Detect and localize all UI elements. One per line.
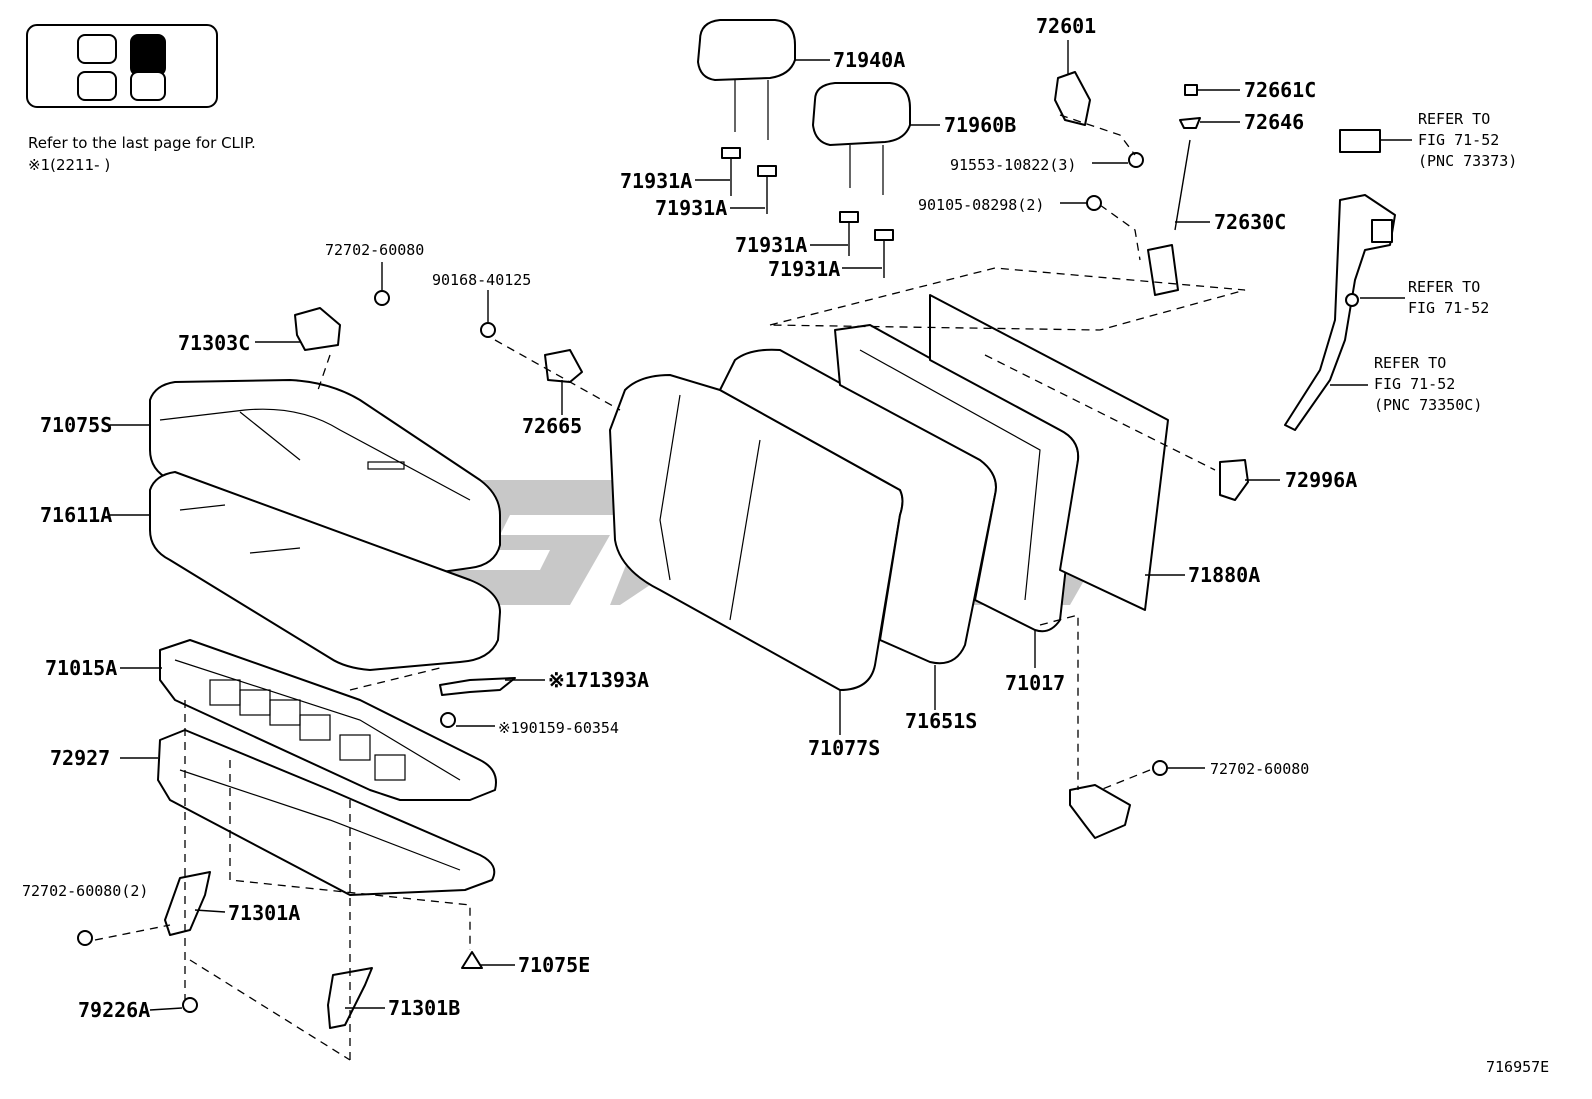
label-71017: 71017 [1005,671,1065,695]
belt-guide-72601 [1054,71,1091,126]
label-71301B: 71301B [388,996,460,1020]
seatback-board-71880A [929,294,1169,611]
label-71931A-4: 71931A [768,257,840,281]
clip-72996A [1219,459,1249,501]
leader-lines [110,40,1412,1011]
label-72601: 72601 [1036,14,1096,38]
label-71960B: 71960B [944,113,1016,137]
label-79226A: 79226A [78,998,150,1022]
label-72702-60080-top: 72702-60080 [325,241,424,259]
clip-note: Refer to the last page for CLIP. [28,134,256,152]
label-91553-10822: 91553-10822(3) [950,156,1076,174]
label-72996A: 72996A [1285,468,1357,492]
label-71075E: 71075E [518,953,590,977]
label-71931A-1: 71931A [620,169,692,193]
ref-note-1-line2: FIG 71-52 [1418,131,1499,149]
seatback-cover-71077S [609,374,904,691]
strap-71393A [439,677,516,696]
label-71931A-3: 71931A [735,233,807,257]
seat-frame-71015A [159,639,497,801]
ref-note-3-line1: REFER TO [1374,354,1446,372]
label-71931A-2: 71931A [655,196,727,220]
footnote-range: ※1(2211- ) [28,156,110,174]
ref-note-1-line1: REFER TO [1418,110,1490,128]
label-71611A: 71611A [40,503,112,527]
label-71651S: 71651S [905,709,977,733]
seat-belt-assembly [1284,129,1396,431]
ref-note-3-line2: FIG 71-52 [1374,375,1455,393]
label-72646: 72646 [1244,110,1304,134]
figure-id: 716957E [1486,1058,1549,1076]
label-90105-08298: 90105-08298(2) [918,196,1044,214]
ref-note-2-line2: FIG 71-52 [1408,299,1489,317]
headrest-71960B [812,82,911,195]
ref-note-3-line3: (PNC 73350C) [1374,396,1482,414]
headrest-guides [721,147,894,278]
seat-pan-72927 [157,729,496,896]
label-71077S: 71077S [808,736,880,760]
label-71015A: 71015A [45,656,117,680]
headrest-71940A [697,19,796,140]
label-71301A: 71301A [228,901,300,925]
seatback-pad-71651S [719,348,997,665]
label-90159-60354: ※190159-60354 [498,719,619,737]
label-71075S: 71075S [40,413,112,437]
seat-cushion-pad-71611A [149,471,501,671]
ref-note-2-line1: REFER TO [1408,278,1480,296]
belt-release-72630C [1147,84,1201,296]
hinge-71301A [164,871,211,936]
label-71393A: ※171393A [548,668,649,692]
hinge-71303C [294,307,341,351]
label-72630C: 72630C [1214,210,1286,234]
hinge-right [1069,784,1131,839]
label-72702-60080-left: 72702-60080(2) [22,882,148,900]
dashed-guides [94,114,1246,1065]
part-labels: 71940A 71960B 71931A 71931A 71931A 71931… [22,14,1549,1076]
label-71940A: 71940A [833,48,905,72]
label-71880A: 71880A [1188,563,1260,587]
seat-position-indicator [26,24,218,108]
label-71303C: 71303C [178,331,250,355]
cover-72665 [544,349,583,383]
label-72927: 72927 [50,746,110,770]
label-72665: 72665 [522,414,582,438]
label-90168-40125: 90168-40125 [432,271,531,289]
label-72661C: 72661C [1244,78,1316,102]
label-72702-60080-right: 72702-60080 [1210,760,1309,778]
ref-note-1-line3: (PNC 73373) [1418,152,1517,170]
